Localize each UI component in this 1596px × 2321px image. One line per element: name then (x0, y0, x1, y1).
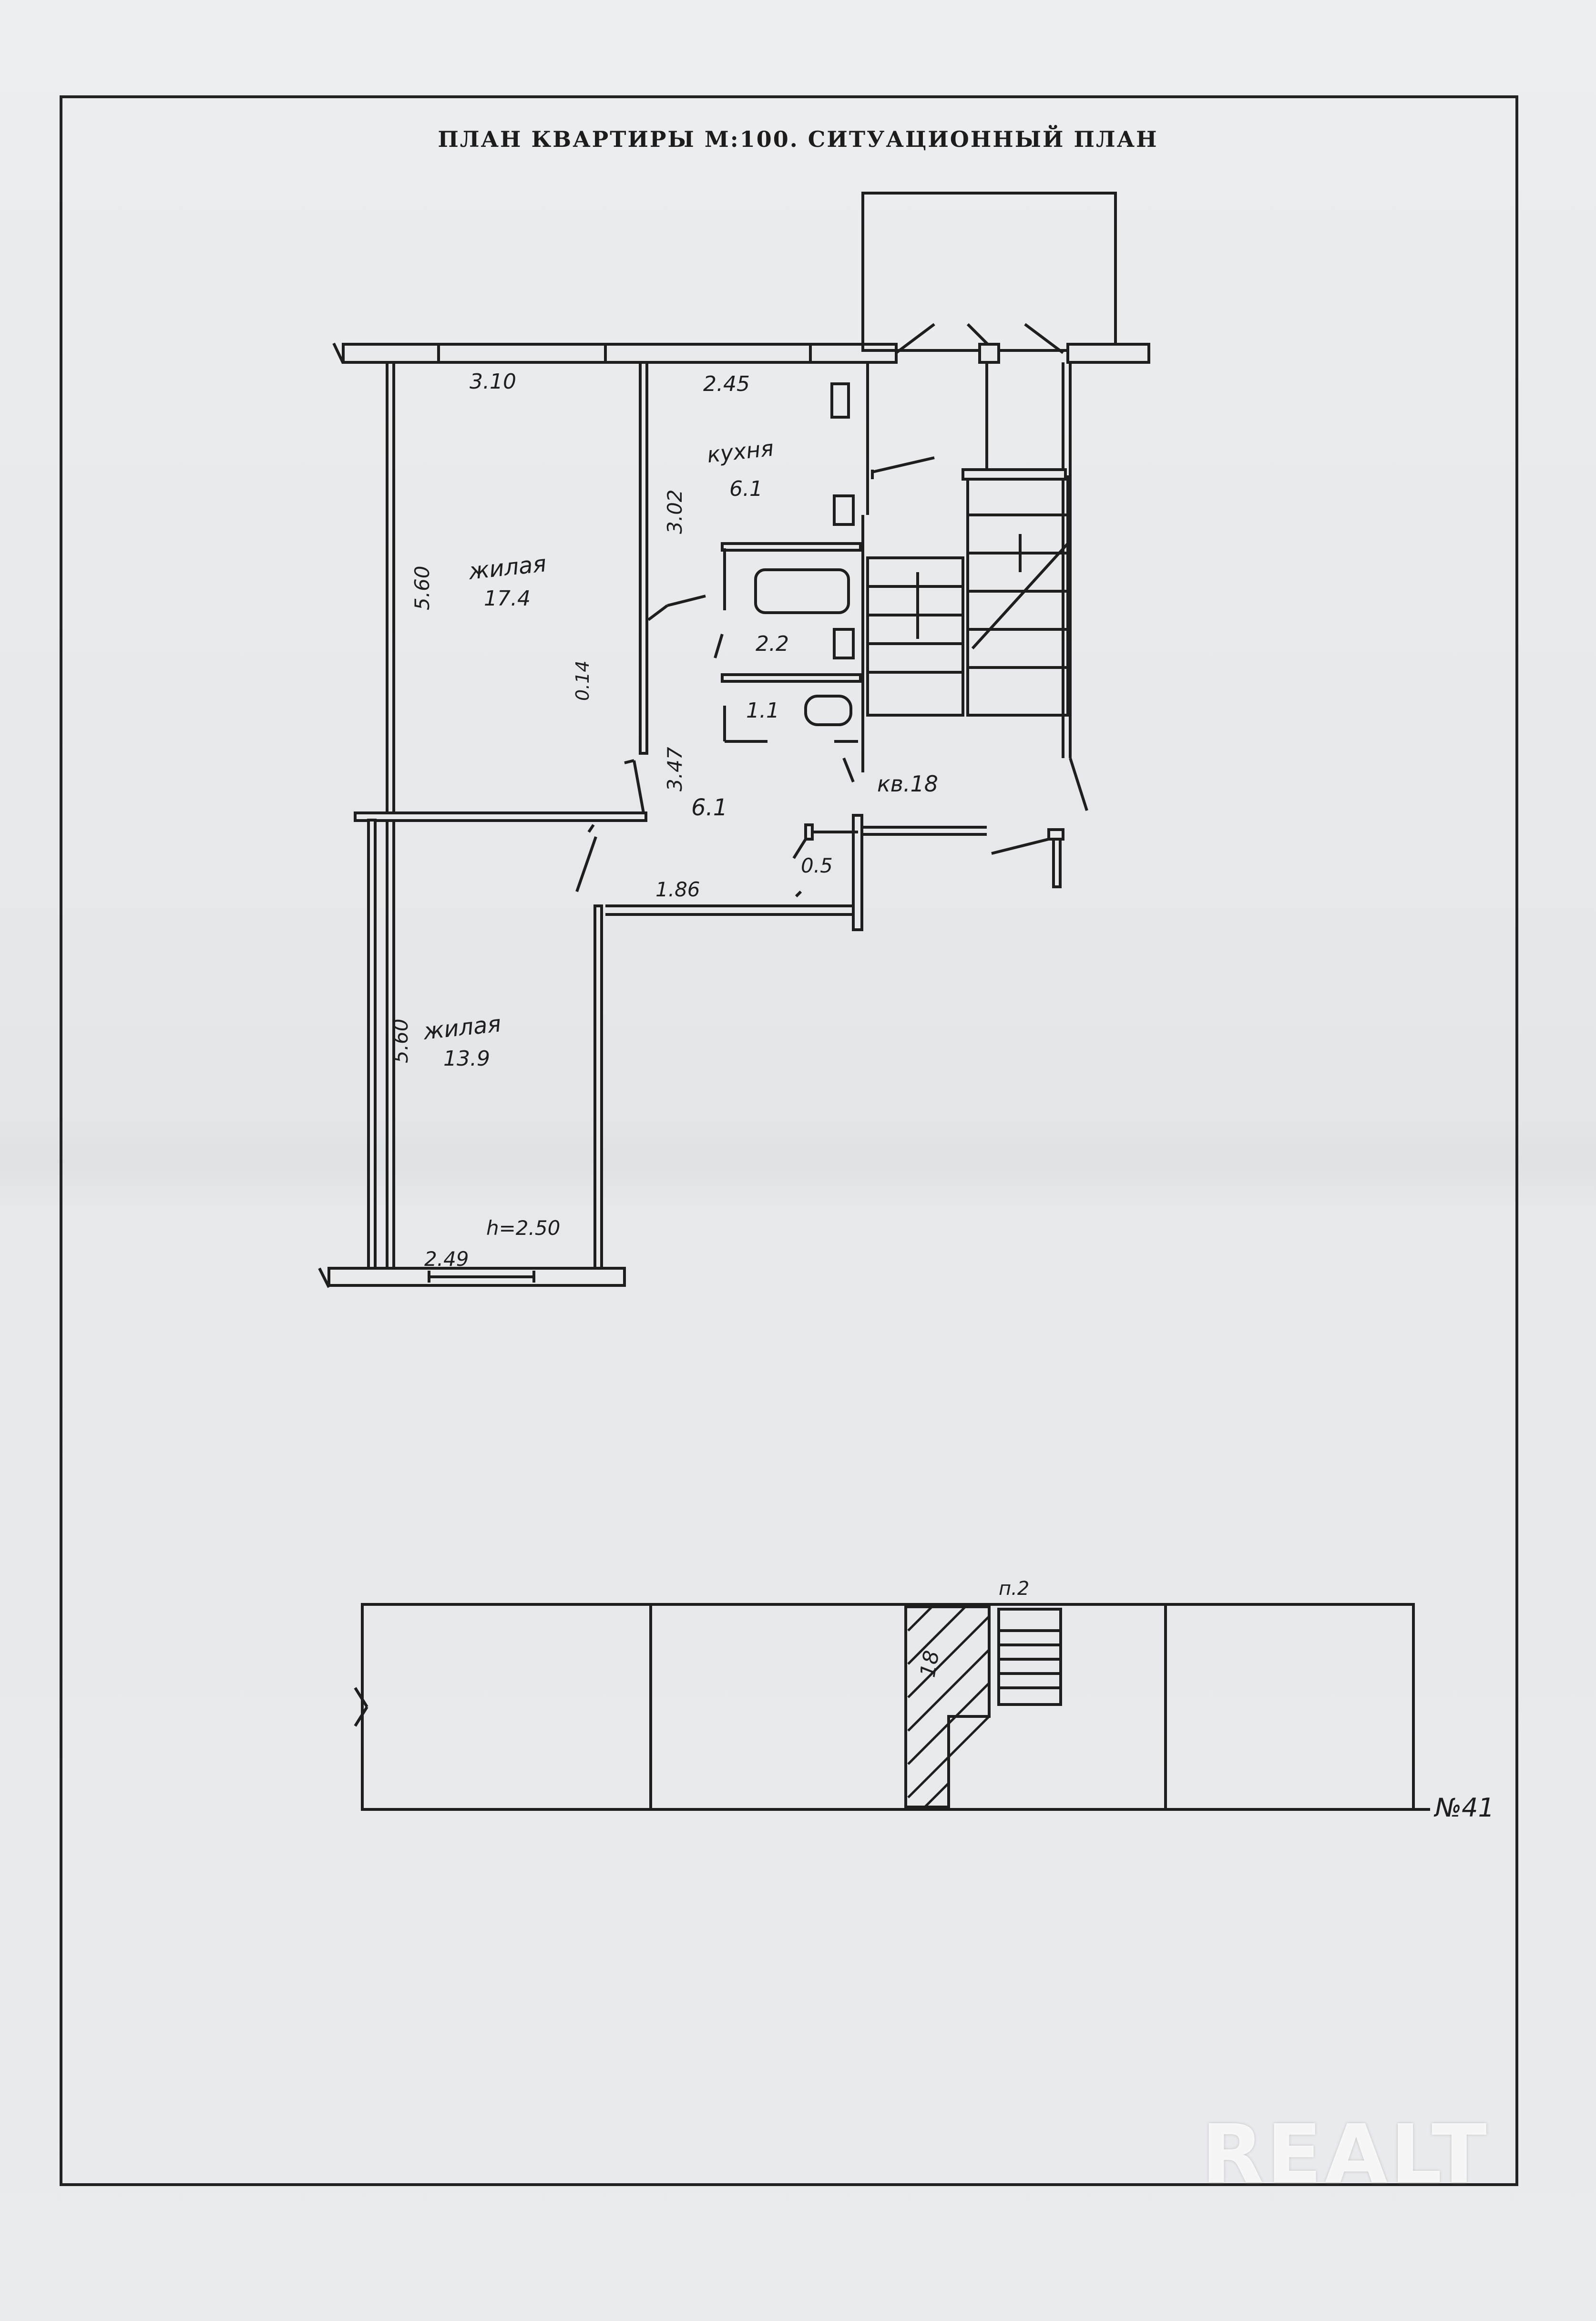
toilet (804, 695, 852, 726)
apartment-18-hatch (904, 1605, 991, 1808)
stove-symbol (830, 382, 850, 419)
dim-wall: 0.14 (572, 660, 593, 701)
living1-living2-wall (354, 811, 647, 822)
dim-hall-width: 1.86 (655, 878, 700, 901)
entrance-label: п.2 (999, 1578, 1029, 1600)
building-number: №41 (1433, 1793, 1494, 1823)
unit-marker: 18 (916, 1649, 944, 1679)
plan-title: ПЛАН КВАРТИРЫ М:100. СИТУАЦИОННЫЙ ПЛАН (438, 126, 1158, 152)
dim-hall-height: 3.47 (663, 747, 686, 791)
page-frame (60, 95, 1518, 2186)
living2-name: жилая (421, 1010, 502, 1045)
ceiling-height: h=2.50 (486, 1216, 560, 1240)
living1-name: жилая (467, 550, 547, 585)
bathtub (754, 568, 850, 614)
balcony-outline (861, 192, 1117, 352)
apartment-label: кв.18 (877, 771, 938, 797)
wc-wall (721, 673, 862, 683)
wc-area: 1.1 (746, 698, 779, 723)
realt-watermark: REALT (1201, 2107, 1490, 2202)
situation-stairs (997, 1608, 1062, 1706)
living1-kitchen-wall (639, 361, 648, 755)
dim-top-right: 2.45 (703, 372, 750, 396)
hall-area: 6.1 (691, 794, 727, 821)
dim-living2-width: 2.49 (424, 1247, 469, 1271)
living2-left-wall (367, 819, 377, 1270)
living2-right-wall (593, 904, 603, 1270)
dim-top-left: 3.10 (470, 370, 516, 394)
top-exterior-wall (342, 343, 898, 364)
living1-area: 17.4 (484, 586, 531, 611)
dim-living1-height: 5.60 (410, 565, 434, 610)
bathroom-wall (721, 542, 862, 552)
dim-living2-height: 5.60 (389, 1018, 412, 1063)
kitchen-area: 6.1 (729, 477, 763, 501)
stair-top-wall (1066, 343, 1150, 364)
kitchen-name: кухня (706, 435, 775, 468)
living2-area: 13.9 (443, 1047, 490, 1071)
stairs-flight-1 (866, 556, 964, 717)
situation-plan-building (361, 1603, 1415, 1811)
closet-area: 0.5 (801, 854, 833, 877)
stairs-flight-2 (966, 475, 1069, 717)
dim-kitchen-height: 3.02 (663, 489, 686, 534)
bath-area: 2.2 (756, 632, 789, 656)
